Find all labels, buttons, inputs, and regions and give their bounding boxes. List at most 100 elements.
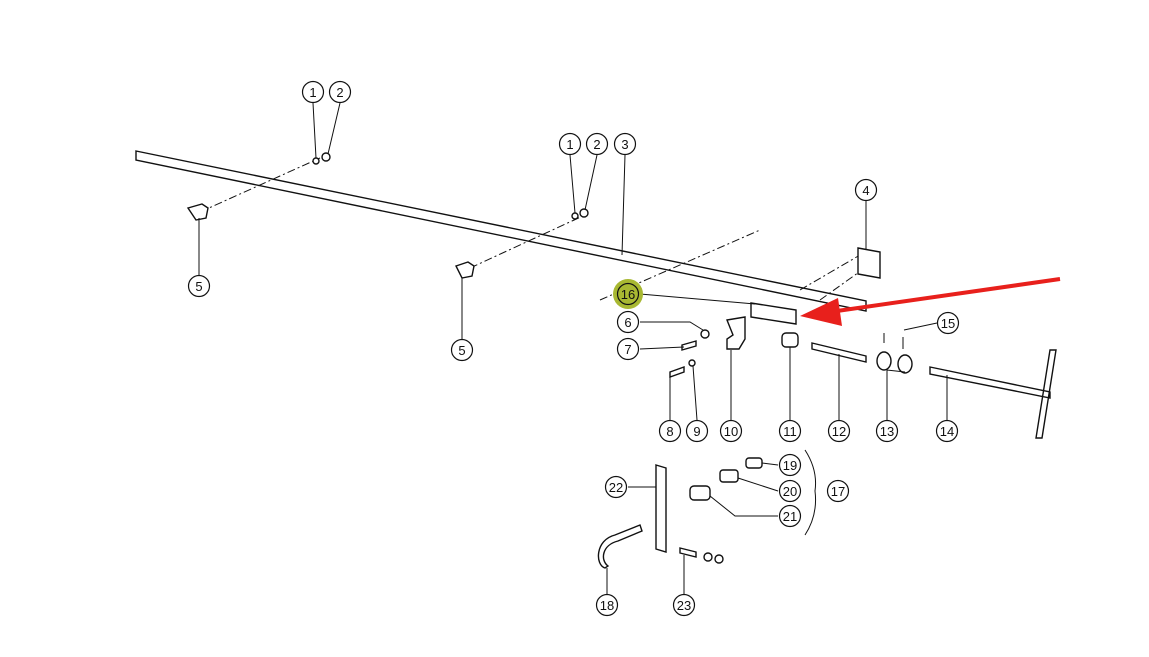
washer-part — [571, 212, 579, 220]
nut-part — [579, 208, 589, 218]
plate-part-22 — [655, 464, 667, 553]
callout-22: 22 — [604, 475, 628, 499]
callout-label: 9 — [693, 424, 700, 439]
callout-9: 9 — [685, 419, 709, 443]
callout-label: 4 — [862, 183, 869, 198]
callout-circle — [613, 132, 637, 156]
t-handle-part-14 — [929, 349, 1057, 439]
callout-circle — [585, 132, 609, 156]
callout-circle — [604, 475, 628, 499]
bolt-part-23 — [679, 547, 697, 558]
support-bracket-part — [186, 203, 209, 221]
callout-19: 19 — [778, 453, 802, 477]
callout-label: 5 — [458, 343, 465, 358]
callout-label: 16 — [621, 287, 635, 302]
callout-label: 14 — [940, 424, 954, 439]
callout-2: 2 — [585, 132, 609, 156]
cap-part-19 — [745, 457, 763, 469]
callout-13: 13 — [875, 419, 899, 443]
callout-15: 15 — [936, 311, 960, 335]
callout-1: 1 — [558, 132, 582, 156]
washer-part-23 — [703, 552, 713, 562]
callout-label: 2 — [593, 137, 600, 152]
callout-label: 1 — [566, 137, 573, 152]
bolt-part-7 — [681, 340, 697, 351]
callout-label: 2 — [336, 85, 343, 100]
callout-circle — [450, 338, 474, 362]
callout-circle — [936, 311, 960, 335]
callout-label: 8 — [666, 424, 673, 439]
bolt-part-8 — [669, 366, 685, 378]
callout-circle — [595, 593, 619, 617]
spring-part-20 — [719, 469, 739, 483]
callout-14: 14 — [935, 419, 959, 443]
callout-circle — [658, 419, 682, 443]
callout-5: 5 — [187, 274, 211, 298]
callout-label: 19 — [783, 458, 797, 473]
callout-label: 21 — [783, 509, 797, 524]
leader-lines — [198, 102, 948, 594]
callout-1: 1 — [301, 80, 325, 104]
callout-16: 16 — [613, 279, 643, 309]
callout-17: 17 — [826, 479, 850, 503]
collar-part-13 — [897, 354, 913, 374]
assembly-line — [199, 157, 863, 301]
callout-23: 23 — [672, 593, 696, 617]
end-bracket-part — [857, 247, 881, 279]
callout-label: 7 — [624, 342, 631, 357]
block-part-11 — [781, 332, 799, 348]
callout-circle — [719, 419, 743, 443]
callout-5: 5 — [450, 338, 474, 362]
callout-circle — [616, 310, 640, 334]
callout-circle — [778, 453, 802, 477]
callout-label: 1 — [309, 85, 316, 100]
callout-20: 20 — [778, 479, 802, 503]
callout-label: 22 — [609, 480, 623, 495]
callout-circle — [616, 337, 640, 361]
callout-10: 10 — [719, 419, 743, 443]
callout-label: 6 — [624, 315, 631, 330]
brace-17 — [804, 449, 816, 536]
callout-circle — [616, 282, 640, 306]
callout-circle — [778, 504, 802, 528]
callout-label: 20 — [783, 484, 797, 499]
callout-label: 15 — [941, 316, 955, 331]
callout-circle — [328, 80, 352, 104]
callout-18: 18 — [595, 593, 619, 617]
callout-circle — [301, 80, 325, 104]
callout-label: 13 — [880, 424, 894, 439]
callout-label: 23 — [677, 598, 691, 613]
spring-rod-part-12 — [811, 342, 867, 363]
callout-label: 18 — [600, 598, 614, 613]
callout-3: 3 — [613, 132, 637, 156]
callout-12: 12 — [827, 419, 851, 443]
callout-circle — [685, 419, 709, 443]
callout-circle — [875, 419, 899, 443]
callout-label: 3 — [621, 137, 628, 152]
support-bracket-part — [455, 261, 475, 279]
callout-circle — [854, 178, 878, 202]
callout-6: 6 — [616, 310, 640, 334]
main-bar-part — [135, 150, 867, 312]
strip-part-16 — [750, 302, 797, 325]
u-bolt-part-18 — [597, 524, 643, 569]
block-part-21 — [689, 485, 711, 501]
washer-part — [312, 157, 320, 165]
callout-circle — [778, 479, 802, 503]
callout-circle — [826, 479, 850, 503]
nut-part-23 — [714, 554, 724, 564]
callout-8: 8 — [658, 419, 682, 443]
callout-4: 4 — [854, 178, 878, 202]
callout-label: 17 — [831, 484, 845, 499]
callout-2: 2 — [328, 80, 352, 104]
pin-part-15 — [883, 333, 904, 349]
callout-circle — [827, 419, 851, 443]
washer-part-6 — [700, 329, 710, 339]
callout-circle — [935, 419, 959, 443]
callout-circle — [558, 132, 582, 156]
callout-circle — [672, 593, 696, 617]
callout-label: 5 — [195, 279, 202, 294]
callout-circle — [187, 274, 211, 298]
